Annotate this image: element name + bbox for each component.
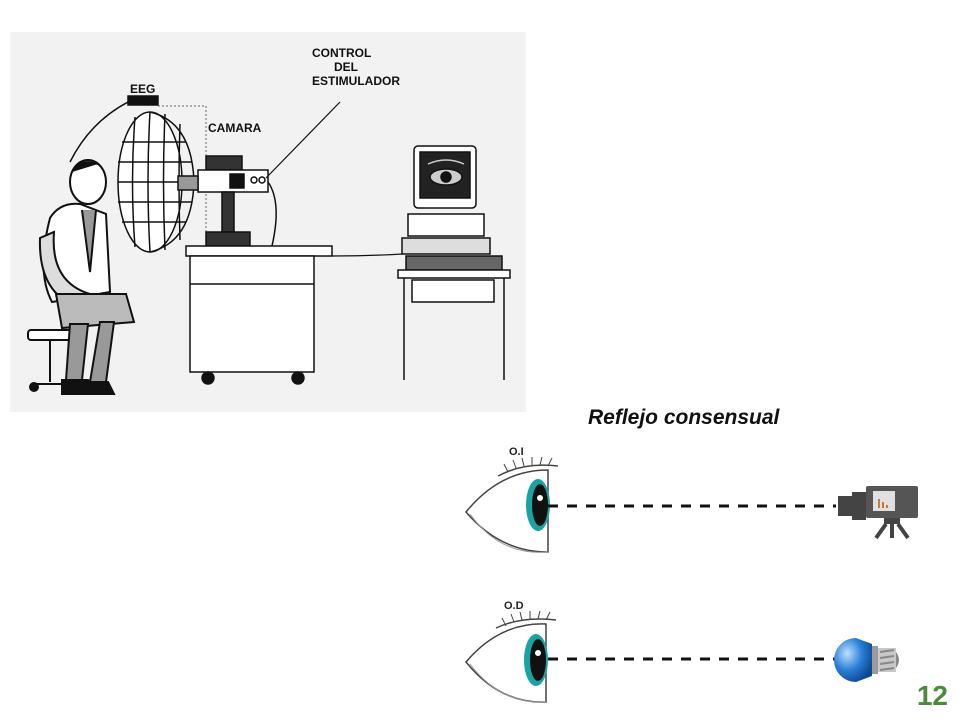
desk bbox=[185, 245, 333, 385]
stimulus-control-label: CONTROL DEL ESTIMULADOR bbox=[312, 46, 400, 88]
computer bbox=[397, 145, 511, 380]
setup-drawing bbox=[27, 95, 511, 395]
control-label-line-3: ESTIMULADOR bbox=[312, 74, 400, 88]
pupillometry-setup-illustration: EEG CAMARA CONTROL DEL ESTIMULADOR bbox=[10, 32, 526, 412]
eeg-label: EEG bbox=[130, 82, 156, 96]
slide-number: 12 bbox=[916, 680, 948, 711]
right-eye-icon bbox=[465, 610, 557, 703]
camera-unit bbox=[177, 155, 277, 247]
left-eye-icon bbox=[465, 456, 559, 553]
video-camera-icon bbox=[838, 486, 918, 540]
control-label-line-2: DEL bbox=[334, 60, 358, 74]
eeg-unit bbox=[69, 95, 159, 163]
consensual-reflex-title: Reflejo consensual bbox=[588, 406, 780, 429]
light-bulb-icon bbox=[834, 638, 899, 682]
seated-person bbox=[38, 159, 136, 395]
camera-label: CAMARA bbox=[208, 121, 262, 135]
ganzfeld-bowl bbox=[117, 111, 195, 253]
left-eye-label: O.I bbox=[509, 446, 524, 458]
right-eye-label: O.D bbox=[504, 600, 524, 612]
control-label-line-1: CONTROL bbox=[312, 46, 372, 60]
